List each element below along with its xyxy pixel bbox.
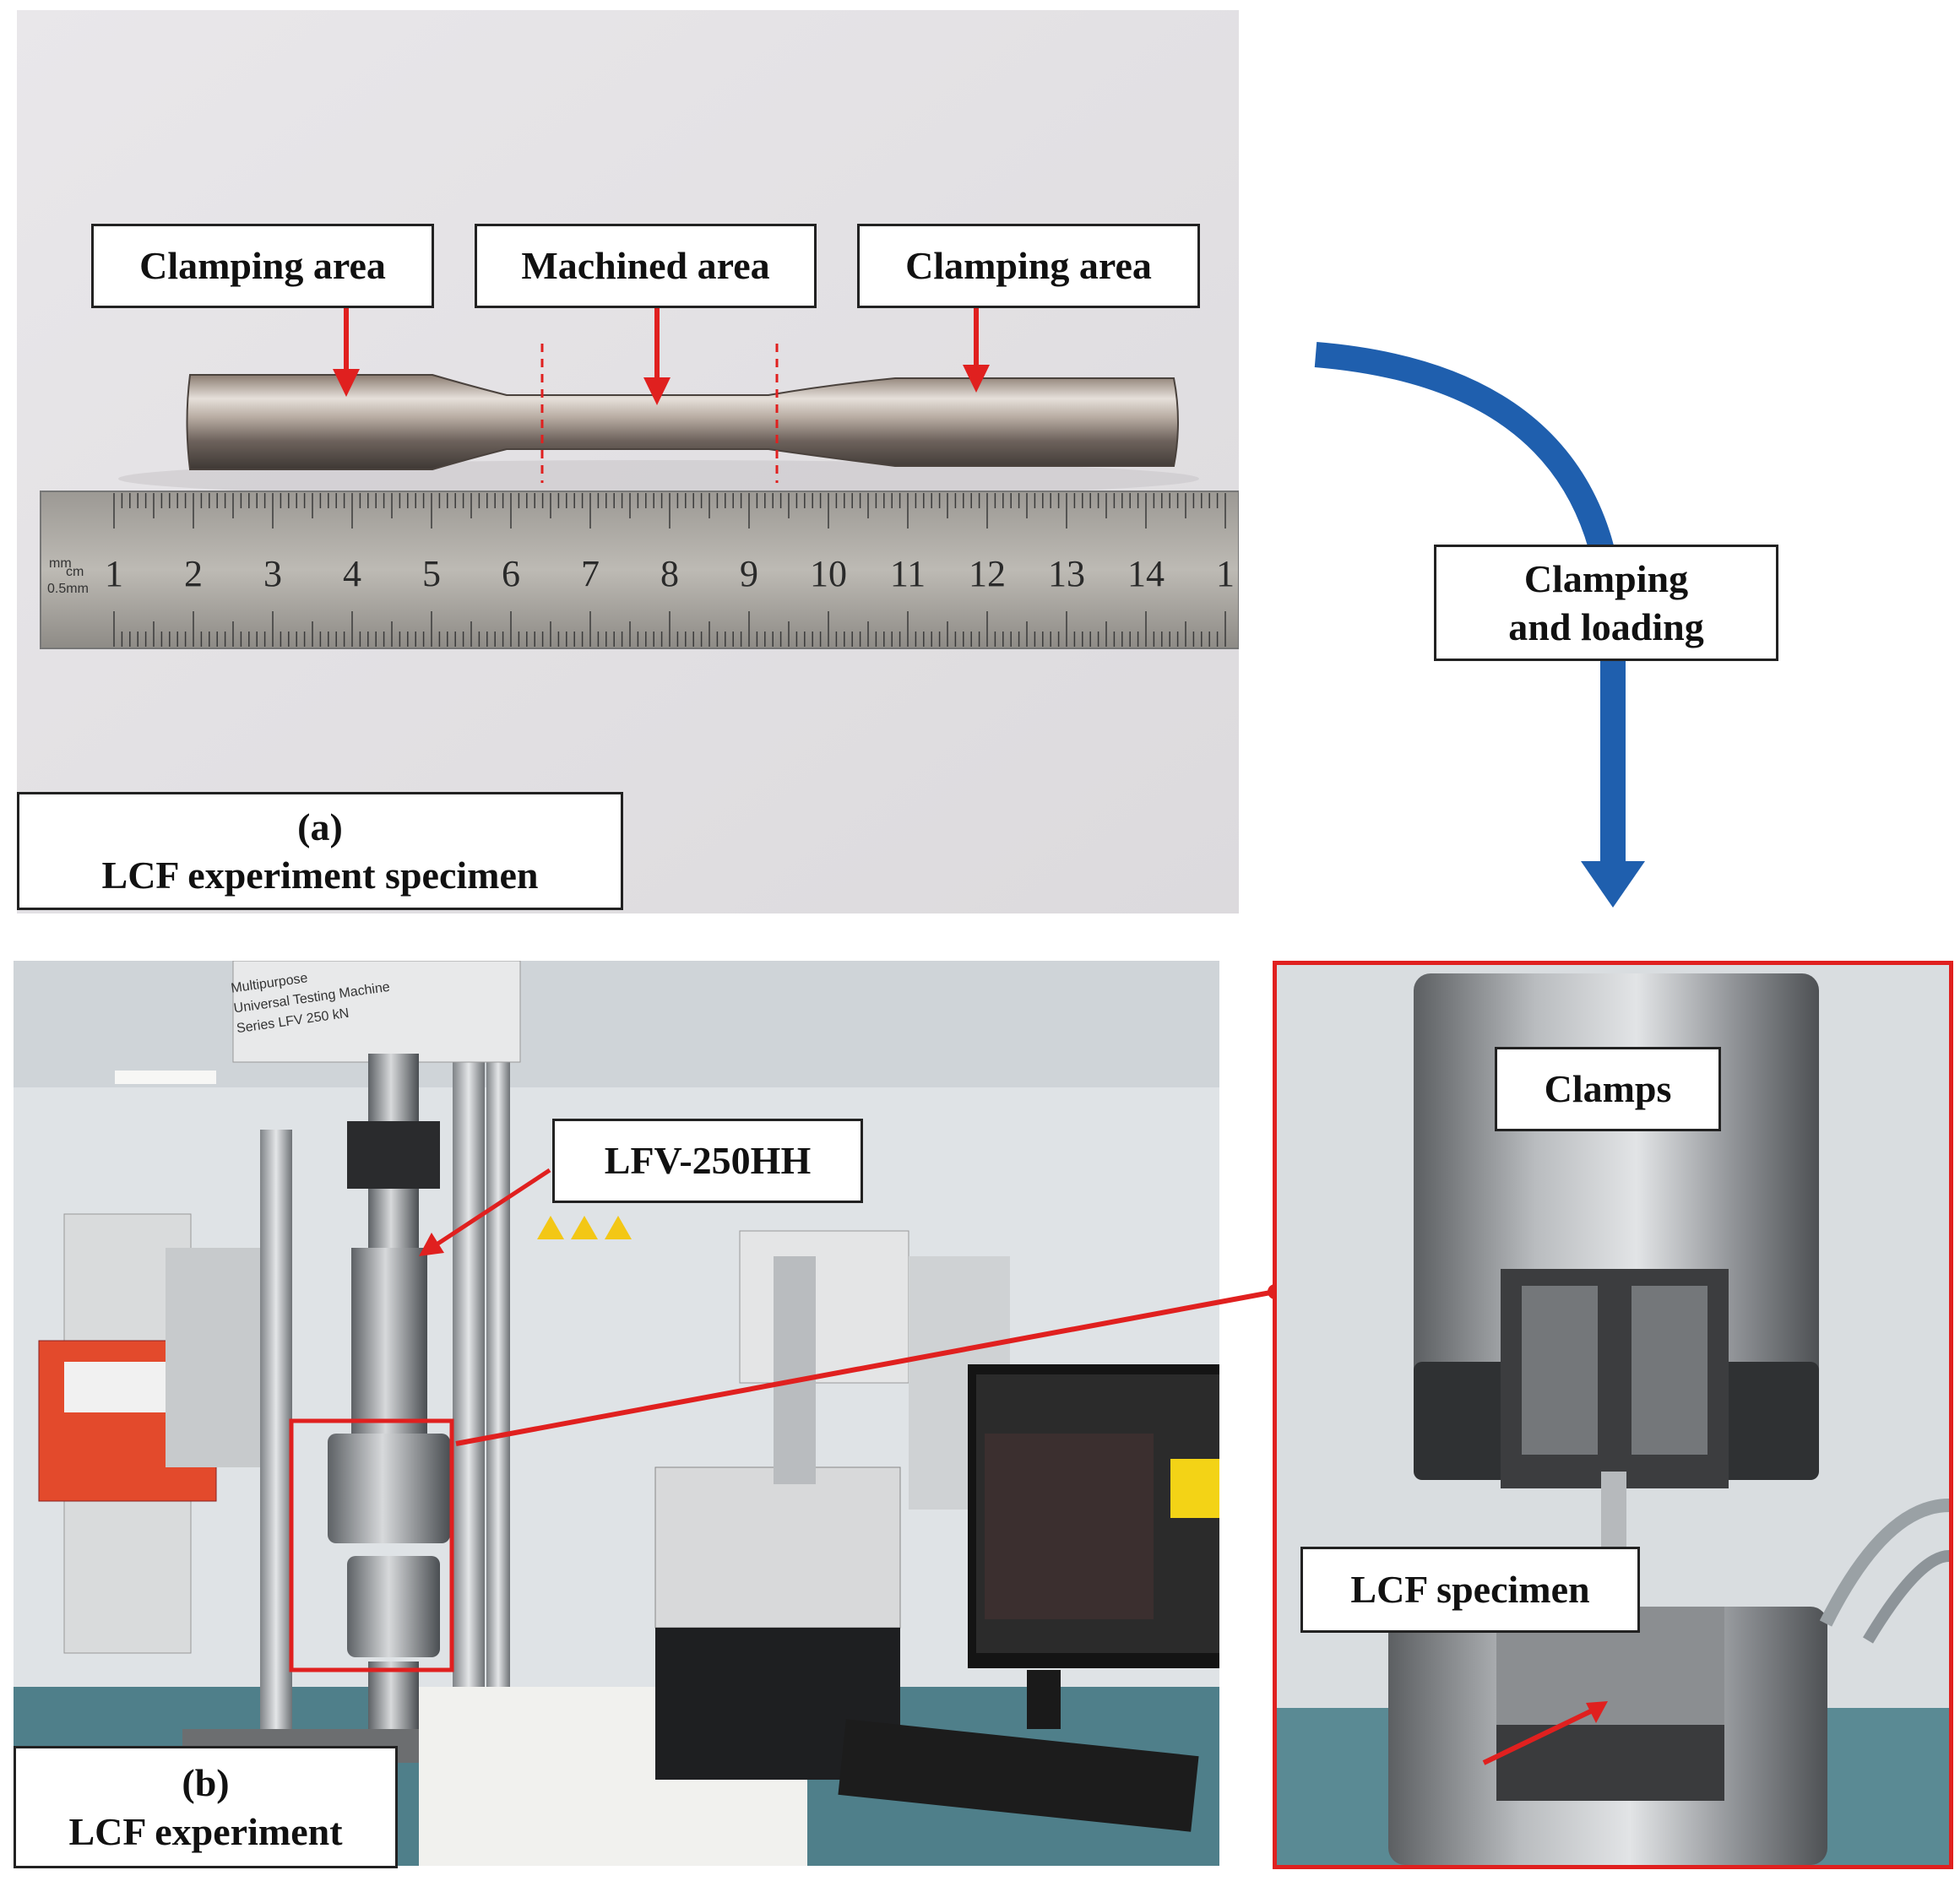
ruler-number: 13 [1048,553,1085,594]
arrow-clamping-left [333,301,360,397]
label-machine-lfv-250hh: LFV-250HH [552,1119,863,1203]
label-clamping-area-left: Clamping area [91,224,434,308]
ruler-number: 6 [502,553,520,594]
label-machined-area: Machined area [475,224,817,308]
ruler-number: 7 [581,553,600,594]
caption-panel-b: (b) LCF experiment [14,1746,398,1868]
label-clamping-and-loading: Clamping and loading [1434,545,1778,661]
ruler-number: 14 [1127,553,1165,594]
arrow-clamping-right [963,301,990,393]
ruler-number: 3 [263,553,282,594]
ruler-number: 2 [184,553,203,594]
ruler-number: 10 [810,553,847,594]
ruler-unit-mm: mm [49,556,72,571]
ruler-number: 11 [890,553,926,594]
label-clamps: Clamps [1495,1047,1721,1131]
flow-label-line2: and loading [1508,605,1704,648]
caption-panel-a: (a) LCF experiment specimen [17,792,623,910]
ruler-unit-05mm: 0.5mm [47,582,89,596]
specimen-body [186,374,1179,470]
ruler-number: 5 [422,553,441,594]
arrow-machined [643,301,671,405]
caption-b-text: LCF experiment [68,1809,343,1853]
caption-a-text: LCF experiment specimen [101,854,539,897]
ruler-number: 4 [343,553,361,594]
clamp-highlight-box [289,1418,454,1672]
flow-label-line1: Clamping [1523,556,1689,600]
caption-a-letter: (a) [297,805,343,848]
zoom-connector [455,1284,1283,1446]
ruler-unit-cm: cm [66,565,84,579]
ruler-number: 1 [105,553,123,594]
ruler-number: 8 [660,553,679,594]
caption-b-letter: (b) [182,1761,230,1804]
ruler-number: 1 [1216,553,1235,594]
ruler-number: 9 [740,553,758,594]
label-clamping-area-right: Clamping area [857,224,1200,308]
ruler-number: 12 [969,553,1006,594]
label-lcf-specimen: LCF specimen [1300,1547,1640,1633]
